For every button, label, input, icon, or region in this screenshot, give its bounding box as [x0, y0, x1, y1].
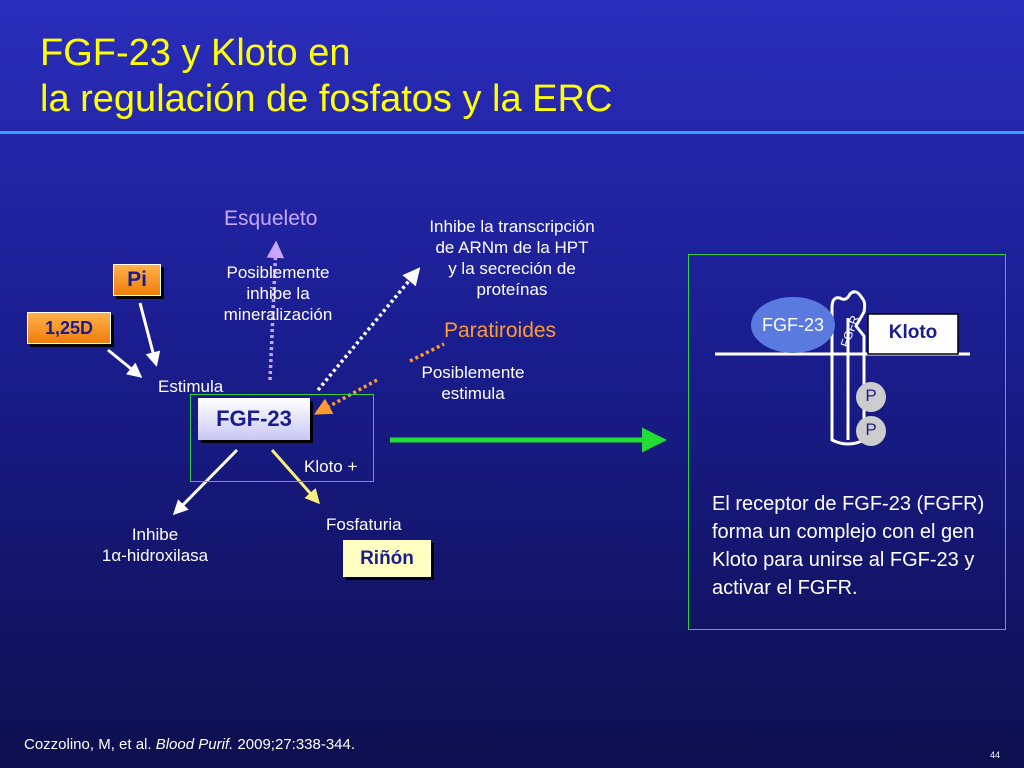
slide-title: FGF-23 y Kloto en la regulación de fosfa…	[40, 30, 612, 122]
posible-estimula-label: Posiblemente estimula	[421, 363, 525, 403]
arrow-fgf-to-hpt	[316, 267, 421, 392]
fosfaturia-label: Fosfaturia	[326, 515, 402, 534]
vitamin-d-box: 1,25D	[27, 312, 111, 344]
phosphate-1	[856, 382, 886, 412]
title-line-2: la regulación de fosfatos y la ERC	[40, 78, 613, 120]
inhibe-hidroxilasa-label: Inhibe 1α-hidroxilasa	[101, 525, 209, 565]
fgf23-ligand-ellipse	[751, 297, 835, 353]
phosphate-2-label: P	[865, 420, 877, 439]
pi-box: Pi	[113, 264, 161, 296]
kloto-frame	[190, 394, 374, 482]
paratiroides-label: Paratiroides	[444, 319, 557, 342]
estimula-label: Estimula	[158, 377, 224, 396]
arrow-paratiroides-link	[409, 342, 445, 363]
rinon-box: Riñón	[343, 540, 431, 577]
kloto-label: Kloto	[888, 322, 938, 343]
posible-inhibe-label: Posiblemente inhibe la mineralización	[223, 263, 333, 324]
fgf23-box: FGF-23	[198, 398, 310, 440]
phosphate-2	[856, 416, 886, 446]
slide-number: 44	[990, 750, 1001, 760]
esqueleto-label: Esqueleto	[224, 207, 318, 230]
inhibe-hpt-label: Inhibe la transcripción de ARNm de la HP…	[429, 217, 595, 299]
receptor-panel	[688, 254, 1006, 630]
citation: Cozzolino, M, et al. Blood Purif. 2009;2…	[24, 736, 356, 753]
arrow-fgf-to-rinon	[270, 449, 320, 505]
arrow-fgf-to-esqueleto	[266, 240, 285, 381]
kloto-plus-label: Kloto +	[304, 457, 358, 476]
ligand-fgf23-label: FGF-23	[761, 315, 824, 335]
kloto-box	[867, 313, 959, 355]
phosphate-1-label: P	[865, 386, 877, 405]
arrow-vitd-to-estimula	[107, 348, 143, 378]
arrow-pi-to-estimula	[138, 302, 161, 367]
title-divider	[0, 131, 1024, 134]
receptor-description: El receptor de FGF-23 (FGFR) forma un co…	[712, 493, 985, 599]
title-line-1: FGF-23 y Kloto en	[40, 32, 351, 74]
